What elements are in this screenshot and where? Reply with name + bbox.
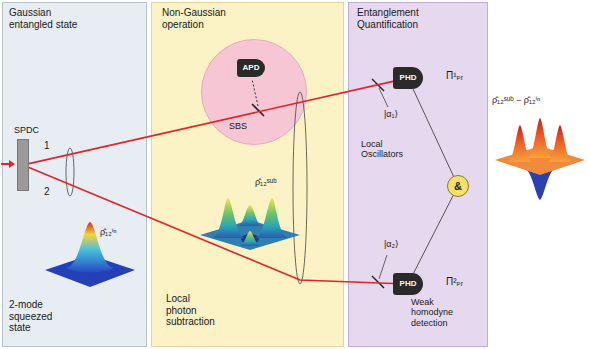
- detector: APD: [237, 59, 265, 77]
- crystal: SPDC: [17, 139, 29, 191]
- reflected-path: [252, 79, 258, 106]
- wigner-peak: [548, 125, 572, 162]
- oscillator-state: |α₁⟩: [384, 110, 398, 120]
- state-label: ρ̂₁₂ˢᵘᵇ − ρ̂₁₂ⁱⁿ: [492, 96, 540, 106]
- node-heading: Gaussian entangled state: [9, 7, 89, 30]
- wigner-peak: [508, 125, 532, 162]
- mode-number: 2: [44, 186, 50, 197]
- beamsplitter: [252, 104, 264, 116]
- detector: PHD: [393, 67, 423, 89]
- wigner-dip: [522, 166, 558, 200]
- wigner-peak: [238, 205, 262, 226]
- node-heading: PHD: [400, 73, 417, 82]
- lens: [66, 148, 74, 196]
- state-label: ρ̂₁₂ˢᵘᵇ: [255, 178, 277, 188]
- coincidence-circle-shape: [448, 176, 469, 197]
- projector-label: Π²ₚᵣ: [446, 276, 463, 287]
- node-heading: APD: [243, 63, 260, 72]
- wigner-peak: [66, 222, 114, 273]
- mode-number: 1: [44, 140, 50, 151]
- pump-arrowhead: [9, 160, 15, 168]
- optical-beam: [29, 167, 393, 283]
- coincidence-circle: &: [447, 175, 469, 197]
- detector: PHD: [393, 273, 423, 295]
- panel: Non-Gaussian operationLocal photon subtr…: [151, 2, 344, 347]
- node-heading: Entanglement Quantification: [357, 7, 437, 30]
- wigner-floor: [45, 255, 135, 287]
- node-heading: &: [454, 180, 462, 193]
- wigner-floor: [495, 146, 585, 175]
- subtraction-circle-shape: [202, 40, 307, 145]
- wigner-dip: [241, 234, 259, 244]
- panel: Entanglement QuantificationLocal Oscilla…: [348, 2, 488, 347]
- wigner-floor: [200, 220, 300, 250]
- node-heading: PHD: [400, 279, 417, 288]
- signal-wire: [414, 196, 453, 273]
- node-text: 2-mode squeezed state: [9, 299, 59, 334]
- node-heading: Non-Gaussian operation: [162, 7, 242, 30]
- beamsplitter: [372, 276, 384, 288]
- pump-beam: [1, 163, 11, 165]
- node-heading: SBS: [229, 121, 247, 131]
- wigner-peak: [212, 198, 244, 238]
- wigner-peak: [528, 118, 552, 158]
- node-text: Local Oscillators: [361, 139, 417, 160]
- local-oscillator-beam: [379, 255, 387, 279]
- subtraction-circle: SBS APD: [201, 39, 307, 145]
- signal-wire: [413, 89, 453, 176]
- oscillator-state: |α₂⟩: [384, 240, 399, 250]
- wigner-peak: [240, 231, 260, 246]
- lens: [293, 92, 307, 284]
- projector-label: Π¹ₚᵣ: [446, 70, 463, 81]
- panel: Gaussian entangled state 2-mode squeezed …: [2, 2, 147, 347]
- local-oscillator-beam: [379, 88, 388, 107]
- node-heading: SPDC: [14, 125, 39, 135]
- subtraction-circle-outline: [201, 39, 307, 145]
- state-label: ρ̂₁₂ⁱⁿ: [100, 228, 117, 238]
- node-text: Local photon subtraction: [166, 293, 221, 328]
- node-text: Weak homodyne detection: [411, 297, 463, 328]
- optical-beam: [29, 81, 393, 163]
- wigner-peak: [256, 198, 288, 238]
- beamsplitter: [372, 79, 384, 91]
